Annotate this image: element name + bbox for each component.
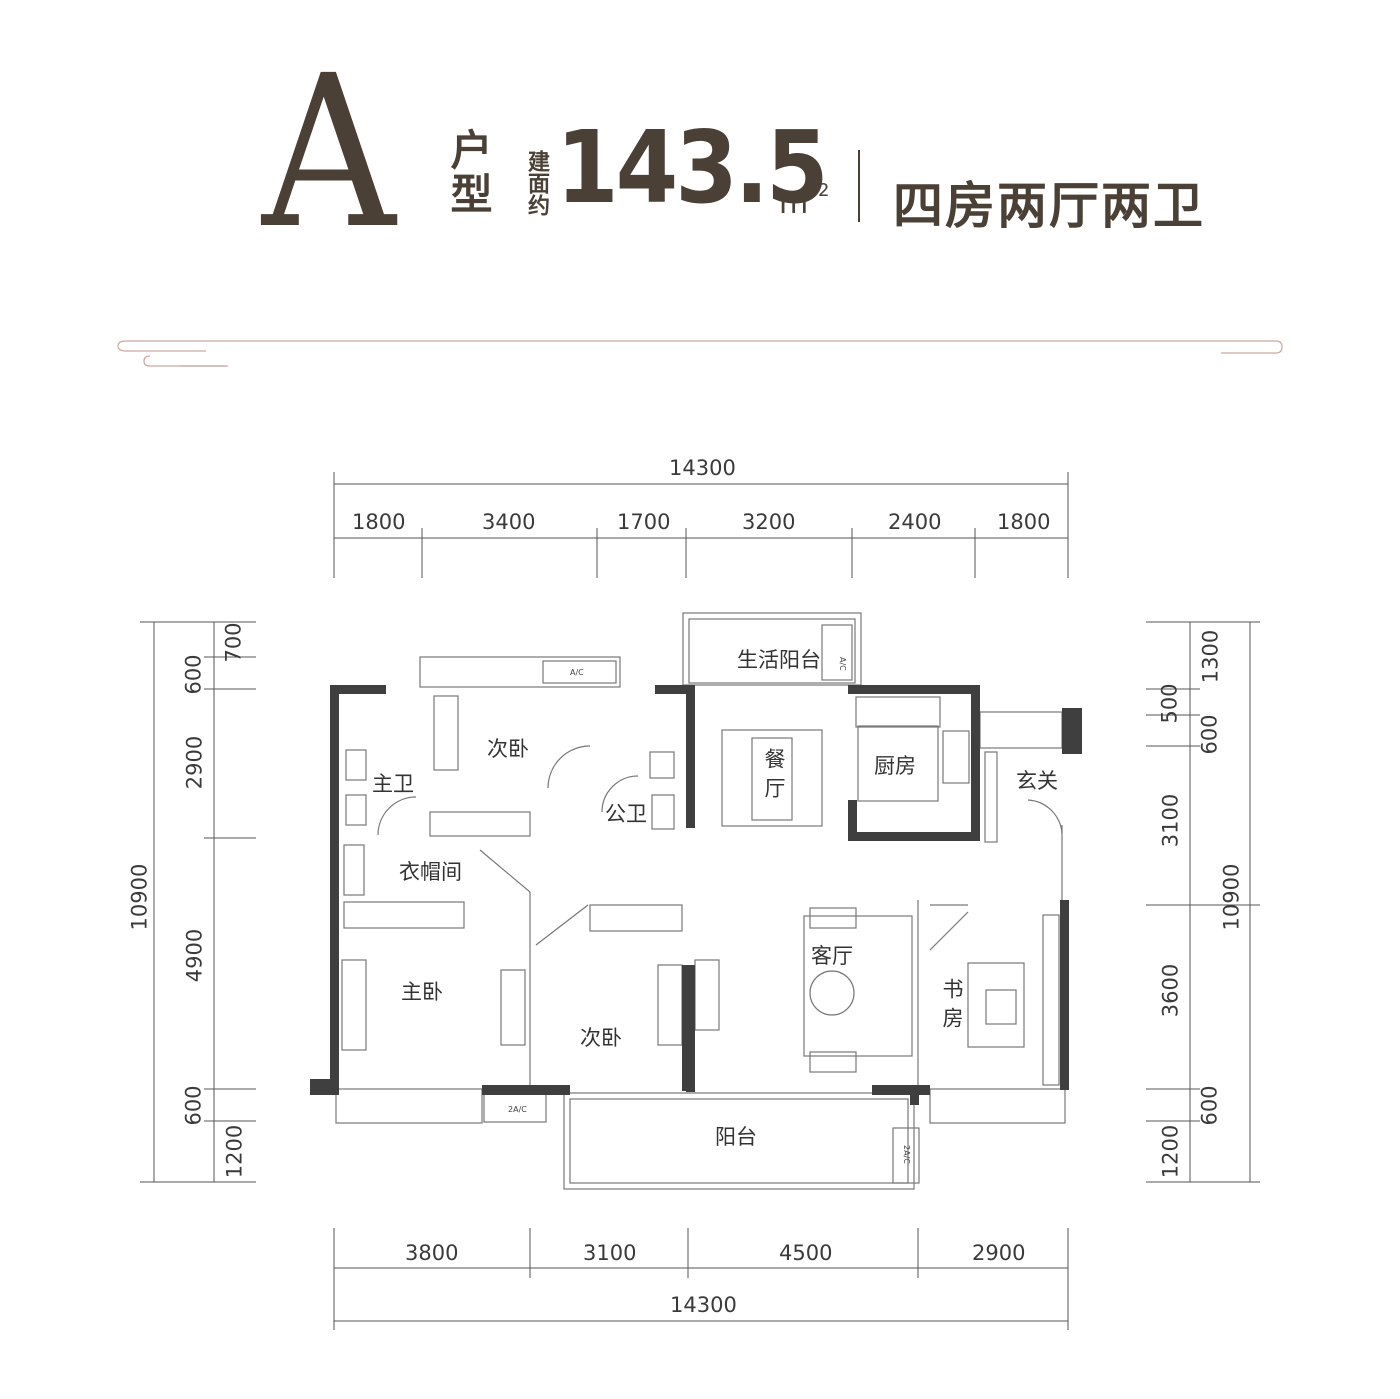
- dim-right-segment: 600: [1197, 714, 1222, 755]
- dim-left-segment: 1200: [222, 1124, 247, 1179]
- room-living: 客厅: [811, 944, 853, 968]
- dim-bottom-segment: 3800: [405, 1241, 459, 1265]
- ac-unit-labels: A/C A/C 2A/C 2A/C: [508, 657, 911, 1164]
- dim-right-segment: 600: [1197, 1085, 1222, 1126]
- room-bedroom-north: 次卧: [487, 737, 529, 761]
- dim-bottom-segment: 4500: [779, 1241, 833, 1265]
- room-cloakroom: 衣帽间: [399, 860, 462, 884]
- dim-top-segment: 1800: [352, 510, 406, 534]
- room-bedroom-south: 次卧: [580, 1026, 622, 1050]
- dim-left-segment: 600: [181, 1085, 206, 1126]
- dim-right-segment: 3100: [1158, 793, 1183, 848]
- unit-type-letter: A: [262, 30, 396, 275]
- dim-left-segment: 4900: [182, 928, 207, 983]
- dim-bottom-total: 14300: [670, 1293, 737, 1317]
- ac-label: 2A/C: [508, 1105, 527, 1114]
- header-divider: [858, 150, 860, 222]
- dim-top-segment: 1800: [997, 510, 1051, 534]
- dim-right-segment: 3600: [1158, 963, 1183, 1018]
- plan-outlines: [335, 612, 1066, 1190]
- room-public-bath: 公卫: [605, 802, 647, 826]
- dim-top-segment: 3200: [742, 510, 796, 534]
- dim-right-segment: 500: [1157, 683, 1182, 724]
- area-value: 143.5: [556, 109, 829, 226]
- dim-right-segment: 1200: [1158, 1124, 1183, 1179]
- room-entrance: 玄关: [1016, 769, 1058, 793]
- dim-right-total: 10900: [1219, 863, 1244, 931]
- ac-label: A/C: [838, 657, 847, 671]
- room-study: 书房: [940, 978, 964, 1036]
- dim-top-segment: 1700: [617, 510, 671, 534]
- walls: [310, 685, 1082, 1105]
- room-dining: 餐厅: [762, 748, 786, 806]
- dim-right-segment: 1300: [1198, 629, 1223, 684]
- area-label: 建面约: [524, 150, 549, 216]
- room-life-balcony: 生活阳台: [737, 648, 821, 672]
- room-kitchen: 厨房: [874, 754, 916, 778]
- room-master-bedroom: 主卧: [401, 980, 443, 1004]
- dim-top-total: 14300: [669, 456, 736, 480]
- unit-type-label: 户型: [444, 128, 493, 216]
- dim-top-segment: 2400: [888, 510, 942, 534]
- ac-label: 2A/C: [902, 1145, 911, 1164]
- dim-left-segment: 600: [181, 654, 206, 695]
- decorative-divider-ornament: [117, 340, 1283, 367]
- ac-label: A/C: [570, 668, 584, 677]
- area-unit-superscript: 2: [818, 180, 830, 201]
- dim-left-segment: 700: [221, 622, 246, 663]
- room-balcony: 阳台: [715, 1125, 757, 1149]
- dim-bottom-segment: 3100: [583, 1241, 637, 1265]
- dim-left-segment: 2900: [182, 735, 207, 790]
- dim-left-total: 10900: [127, 863, 152, 931]
- layout-description: 四房两厅两卫: [893, 177, 1205, 235]
- room-master-bath: 主卫: [372, 772, 414, 796]
- dim-top-segment: 3400: [482, 510, 536, 534]
- dim-bottom-segment: 2900: [972, 1241, 1026, 1265]
- dimension-lines: [140, 472, 1260, 1330]
- area-unit: m: [779, 186, 809, 221]
